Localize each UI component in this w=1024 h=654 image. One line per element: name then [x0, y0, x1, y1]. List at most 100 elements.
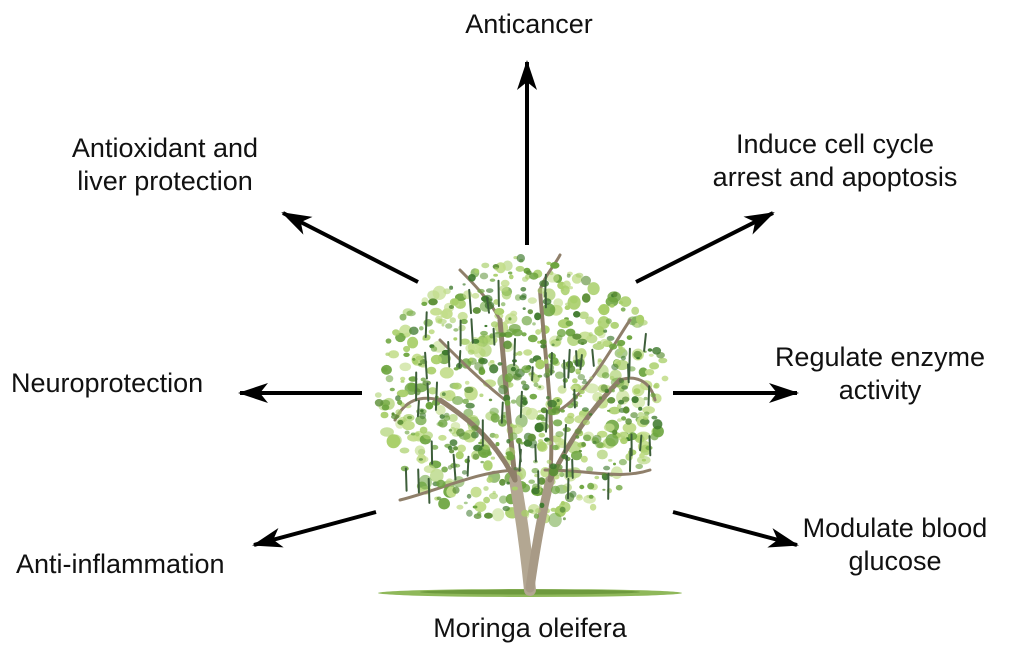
leaf-cluster: [453, 337, 458, 341]
leaf-cluster: [447, 465, 453, 470]
leaf-cluster: [479, 393, 484, 398]
leaf-cluster: [653, 384, 658, 389]
leaf-cluster: [549, 463, 557, 470]
leaf-cluster: [425, 401, 434, 410]
leaf-cluster: [500, 279, 510, 287]
leaf-cluster: [539, 339, 547, 345]
leaf-cluster: [458, 324, 466, 332]
leaf-cluster: [576, 495, 583, 501]
leaf-cluster: [419, 412, 427, 420]
leaf-cluster: [581, 275, 591, 286]
leaf-cluster: [494, 433, 499, 439]
leaf-cluster: [537, 414, 545, 420]
leaf-cluster: [428, 298, 438, 306]
leaf-cluster: [419, 426, 428, 434]
leaf-cluster: [564, 415, 575, 425]
leaf-cluster: [619, 296, 632, 307]
arrow-glucose: [672, 510, 799, 548]
leaf-cluster: [539, 502, 545, 508]
leaf-cluster: [615, 359, 629, 371]
leaf-cluster: [533, 513, 540, 519]
leaf-cluster: [396, 389, 409, 398]
label-line: Antioxidant and: [71, 133, 259, 163]
leaf-cluster: [578, 394, 583, 398]
leaf-cluster: [578, 449, 582, 453]
label-line: arrest and apoptosis: [712, 162, 958, 192]
leaf-cluster: [560, 285, 570, 296]
leaf-cluster: [542, 303, 556, 317]
leaf-cluster: [521, 365, 531, 374]
leaf-cluster: [531, 487, 540, 495]
leaf-cluster: [527, 309, 533, 315]
label-line: Modulate blood: [802, 513, 988, 543]
leaf-cluster: [620, 355, 626, 361]
leaf-cluster: [537, 287, 546, 294]
leaf-cluster: [643, 396, 648, 401]
leaf-cluster: [589, 376, 593, 380]
leaf-cluster: [581, 441, 586, 447]
leaf-cluster: [622, 422, 637, 433]
leaf-cluster: [420, 377, 426, 382]
seed-pod: [563, 359, 566, 389]
leaf-cluster: [400, 380, 405, 383]
leaf-cluster: [539, 280, 549, 287]
leaf-cluster: [532, 322, 536, 326]
leaf-cluster: [618, 458, 627, 466]
leaf-cluster: [570, 385, 579, 391]
leaf-cluster: [487, 450, 492, 456]
leaf-cluster: [454, 463, 461, 468]
label-line: activity: [838, 375, 922, 405]
leaf-cluster: [528, 509, 534, 513]
leaf-cluster: [418, 363, 422, 366]
leaf-cluster: [410, 432, 416, 436]
leaf-cluster: [399, 362, 412, 372]
leaf-cluster: [471, 425, 479, 431]
leaf-cluster: [543, 359, 549, 364]
leaf-cluster: [555, 371, 564, 379]
leaf-cluster: [628, 432, 638, 441]
effect-label-antioxidant: Antioxidant and liver protection: [40, 132, 290, 198]
leaf-cluster: [409, 326, 419, 335]
leaf-cluster: [430, 346, 438, 352]
leaf-cluster: [551, 407, 561, 414]
leaf-cluster: [546, 273, 560, 283]
leaf-cluster: [616, 403, 622, 409]
leaf-cluster: [400, 376, 406, 381]
leaf-cluster: [521, 332, 527, 337]
leaf-cluster: [661, 375, 669, 382]
leaf-cluster: [622, 406, 630, 414]
leaf-cluster: [579, 389, 585, 395]
leaf-cluster: [381, 404, 390, 411]
leaf-cluster: [652, 419, 663, 430]
leaf-cluster: [506, 439, 511, 444]
leaf-cluster: [600, 384, 608, 392]
seed-pod: [458, 350, 462, 368]
leaf-cluster: [391, 414, 400, 420]
leaf-cluster: [546, 440, 552, 446]
leaf-cluster: [483, 496, 490, 504]
leaf-cluster: [519, 295, 527, 301]
seed-pod: [571, 458, 574, 479]
leaf-cluster: [647, 348, 653, 352]
seed-pod: [534, 444, 537, 463]
leaf-cluster: [513, 467, 518, 471]
leaf-cluster: [559, 282, 564, 285]
leaf-cluster: [489, 492, 498, 500]
leaf-cluster: [428, 329, 435, 335]
leaf-cluster: [430, 354, 442, 365]
effect-label-anti-inflammation: Anti-inflammation: [16, 548, 225, 581]
leaf-cluster: [497, 362, 503, 366]
leaf-cluster: [510, 366, 516, 372]
leaf-cluster: [449, 449, 455, 454]
leaf-cluster: [494, 267, 499, 271]
leaf-cluster: [448, 305, 454, 309]
leaf-cluster: [605, 318, 612, 324]
leaf-cluster: [551, 485, 560, 495]
leaf-cluster: [570, 296, 578, 304]
leaf-cluster: [534, 422, 544, 433]
leaf-cluster: [381, 367, 388, 372]
leaf-cluster: [508, 271, 513, 275]
center-label-text: Moringa oleifera: [433, 613, 627, 643]
leaf-cluster: [482, 445, 491, 450]
